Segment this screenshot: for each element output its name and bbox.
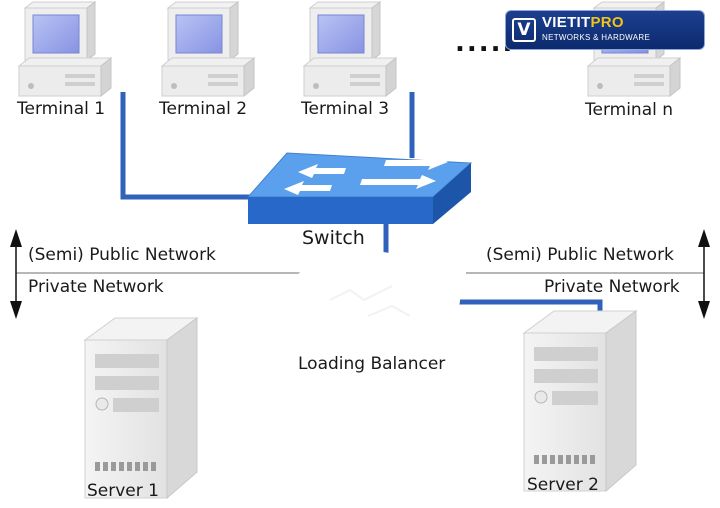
link-terminal-1-switch bbox=[120, 92, 252, 200]
boundary-arrow-right bbox=[698, 229, 710, 319]
load-balancer-label: Loading Balancer bbox=[298, 354, 446, 374]
switch-icon bbox=[246, 152, 473, 224]
server-1-label: Server 1 bbox=[87, 481, 159, 501]
terminal-3-icon bbox=[303, 1, 397, 97]
logo-name: VIETITPRO bbox=[542, 14, 624, 31]
logo-name-main: VIETIT bbox=[542, 14, 591, 31]
public-network-label-left: (Semi) Public Network bbox=[28, 245, 216, 265]
boundary-arrow-left bbox=[10, 229, 22, 319]
terminal-3-label: Terminal 3 bbox=[301, 99, 390, 119]
terminal-n-label: Terminal n bbox=[585, 100, 674, 120]
more-terminals-ellipsis: ..... bbox=[455, 28, 515, 58]
terminal-2-icon bbox=[161, 1, 255, 97]
private-network-label-left: Private Network bbox=[28, 277, 164, 297]
logo-name-accent: PRO bbox=[590, 14, 624, 31]
server-1-icon bbox=[84, 317, 198, 499]
public-network-label-right: (Semi) Public Network bbox=[486, 245, 674, 265]
server-2-icon bbox=[523, 310, 637, 492]
logo-tagline: NETWORKS & HARDWARE bbox=[542, 33, 651, 42]
terminal-1-label: Terminal 1 bbox=[17, 99, 106, 119]
vietitpro-logo: V VIETITPRO NETWORKS & HARDWARE bbox=[505, 10, 705, 50]
logo-v-icon: V bbox=[512, 18, 536, 42]
terminal-1-icon bbox=[18, 1, 112, 97]
server-2-label: Server 2 bbox=[527, 475, 599, 495]
terminal-2-label: Terminal 2 bbox=[159, 99, 248, 119]
private-network-label-right: Private Network bbox=[544, 277, 680, 297]
switch-label: Switch bbox=[302, 227, 365, 249]
load-balancer-icon bbox=[288, 252, 460, 342]
